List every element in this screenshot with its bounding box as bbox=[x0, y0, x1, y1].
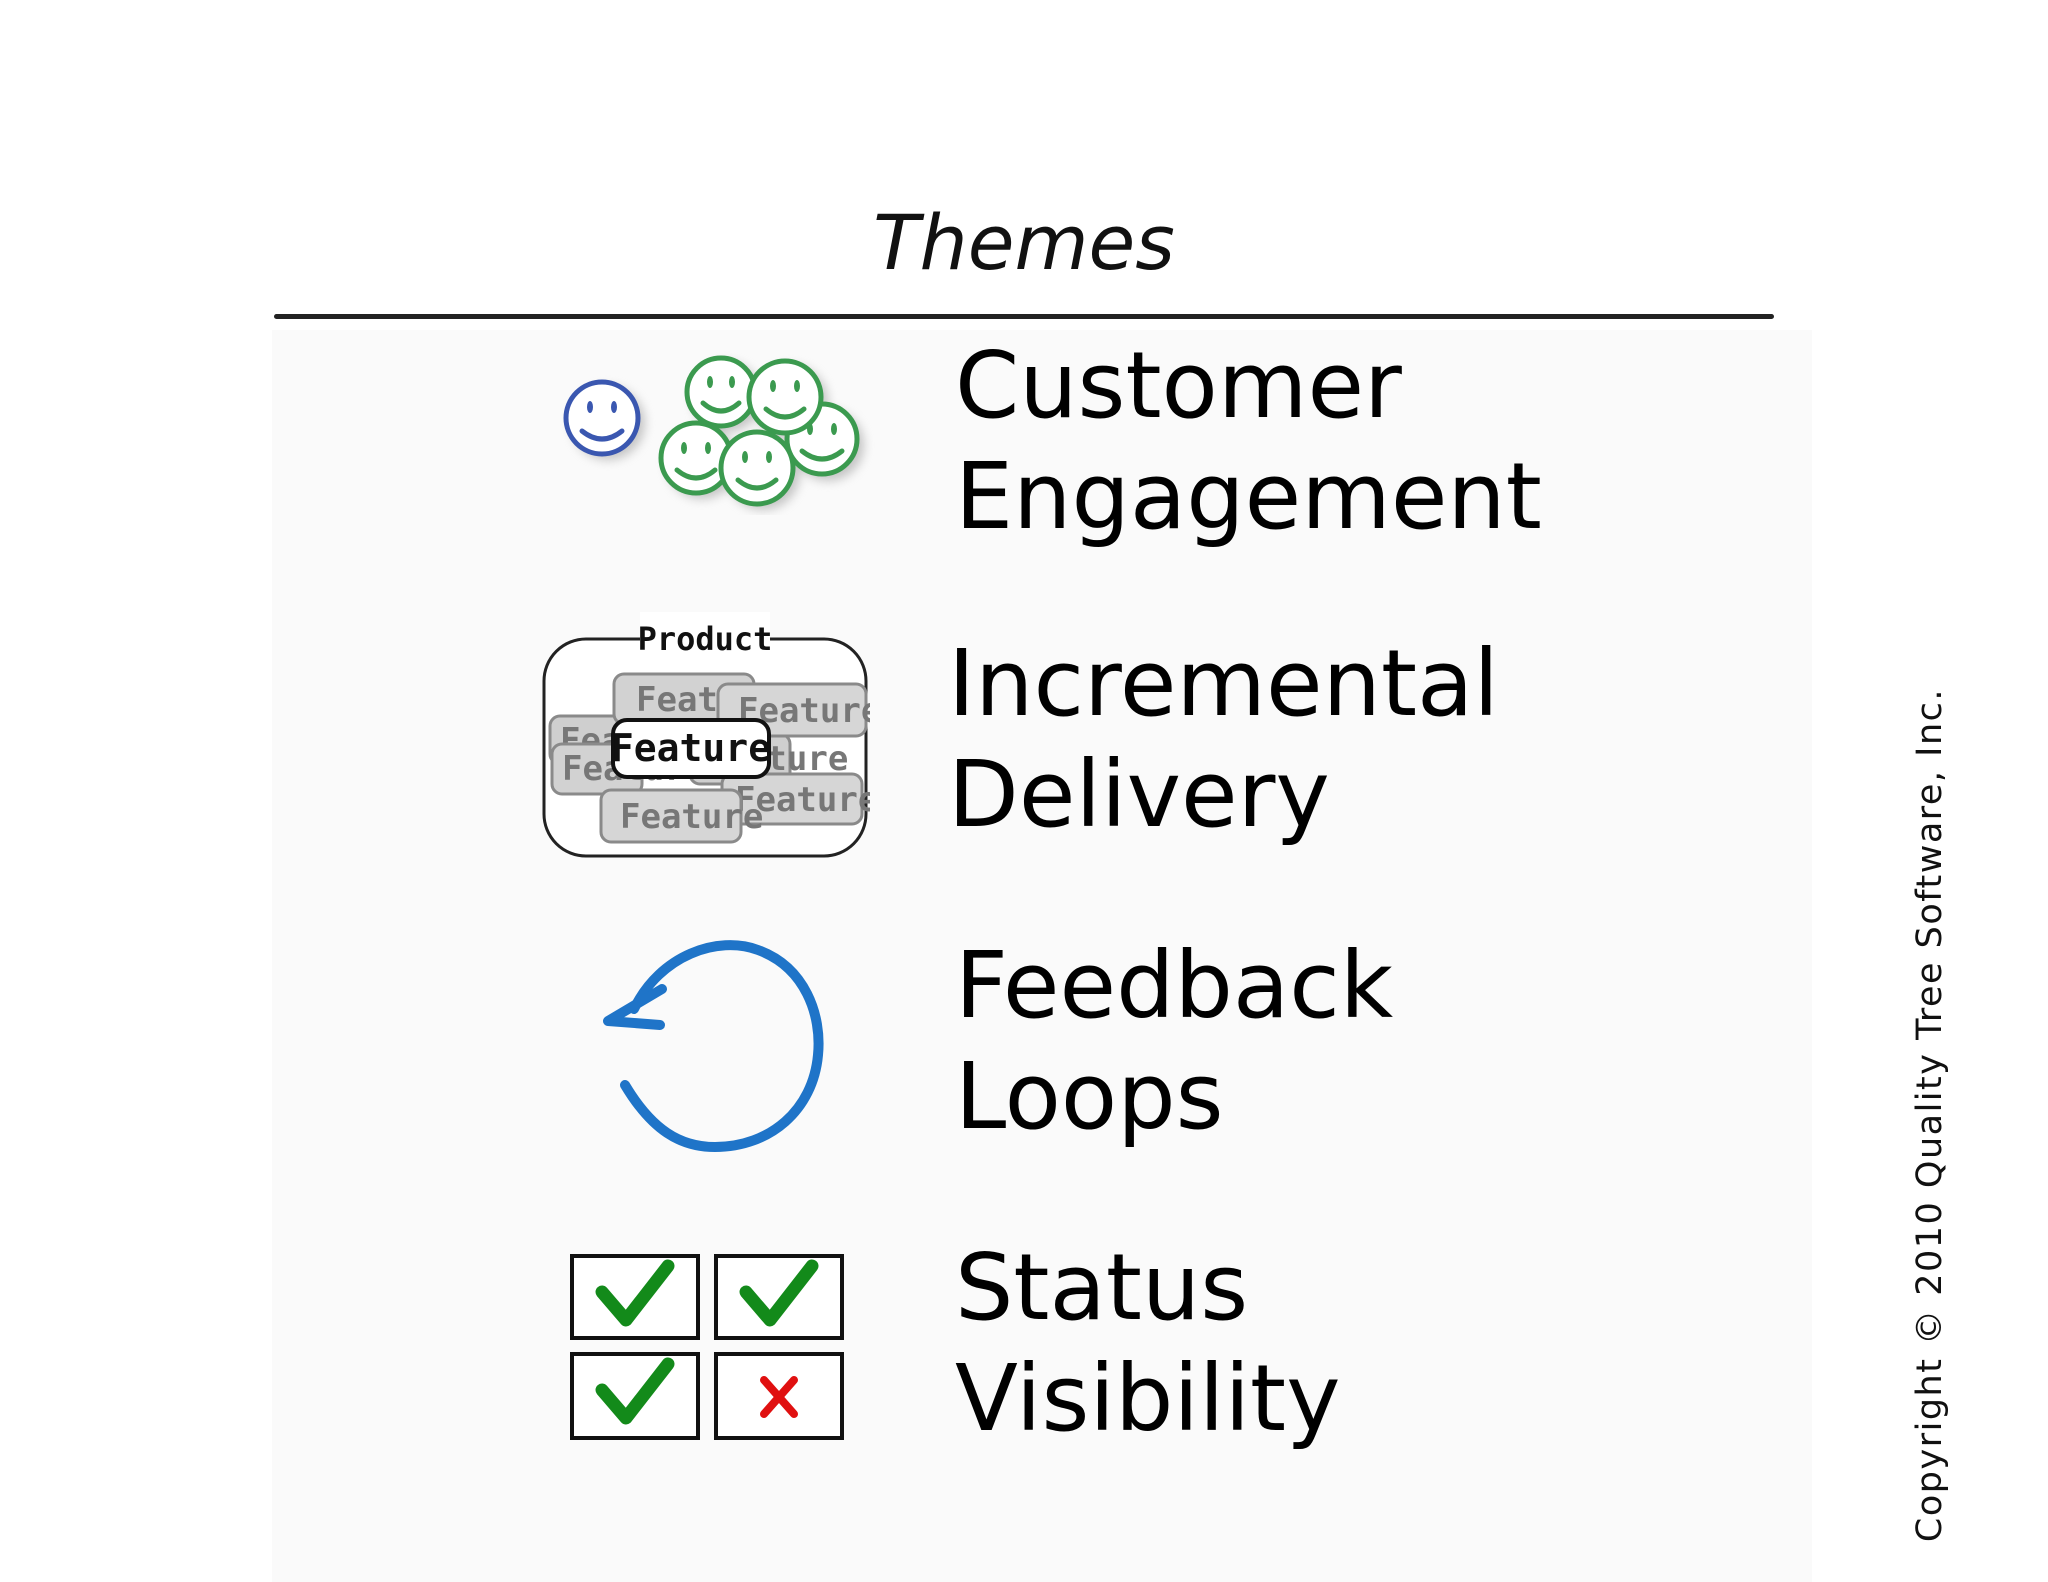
feature-card: Feature bbox=[599, 788, 763, 844]
red-cross-icon bbox=[760, 1376, 798, 1418]
green-check-icon bbox=[595, 1259, 675, 1327]
green-smiley-face bbox=[718, 429, 796, 507]
theme-line: Feedback bbox=[955, 932, 1394, 1039]
green-smiley-face bbox=[684, 355, 758, 429]
slide-title: Themes bbox=[873, 198, 1175, 287]
highlighted-feature-card: Feature bbox=[611, 718, 771, 779]
theme-line: Incremental bbox=[948, 630, 1499, 737]
theme-line: Customer bbox=[955, 332, 1402, 439]
green-check-icon bbox=[595, 1357, 675, 1425]
product-features-icon: Product Feature Feature Feature Feature … bbox=[542, 612, 870, 858]
status-checkboxes-icon bbox=[570, 1254, 844, 1440]
theme-status-visibility: Status Visibility bbox=[955, 1232, 1341, 1454]
theme-customer-engagement: Customer Engagement bbox=[955, 330, 1542, 552]
feature-card: Feature bbox=[720, 772, 870, 826]
svg-text:Feature: Feature bbox=[735, 780, 870, 820]
feedback-loop-arrow-icon bbox=[603, 940, 824, 1153]
checkbox-checked bbox=[570, 1254, 700, 1340]
copyright-notice: Copyright © 2010 Quality Tree Software, … bbox=[1910, 687, 1950, 1543]
svg-text:Feature: Feature bbox=[620, 797, 763, 837]
theme-feedback-loops: Feedback Loops bbox=[955, 930, 1393, 1152]
svg-text:Feature: Feature bbox=[611, 726, 771, 770]
smiley-faces-icon bbox=[563, 355, 864, 510]
slide-content-area bbox=[272, 330, 1812, 1582]
green-smiley-face bbox=[746, 358, 824, 436]
theme-line: Loops bbox=[955, 1043, 1224, 1150]
theme-line: Delivery bbox=[948, 741, 1330, 848]
theme-line: Visibility bbox=[955, 1345, 1341, 1452]
product-label: Product bbox=[638, 620, 773, 658]
theme-incremental-delivery: Incremental Delivery bbox=[948, 628, 1499, 850]
checkbox-checked bbox=[714, 1254, 844, 1340]
green-check-icon bbox=[739, 1259, 819, 1327]
title-divider bbox=[274, 314, 1774, 319]
theme-line: Status bbox=[955, 1234, 1249, 1341]
green-smiley-face bbox=[658, 420, 734, 496]
theme-line: Engagement bbox=[955, 443, 1542, 550]
blue-smiley-face bbox=[563, 379, 641, 457]
